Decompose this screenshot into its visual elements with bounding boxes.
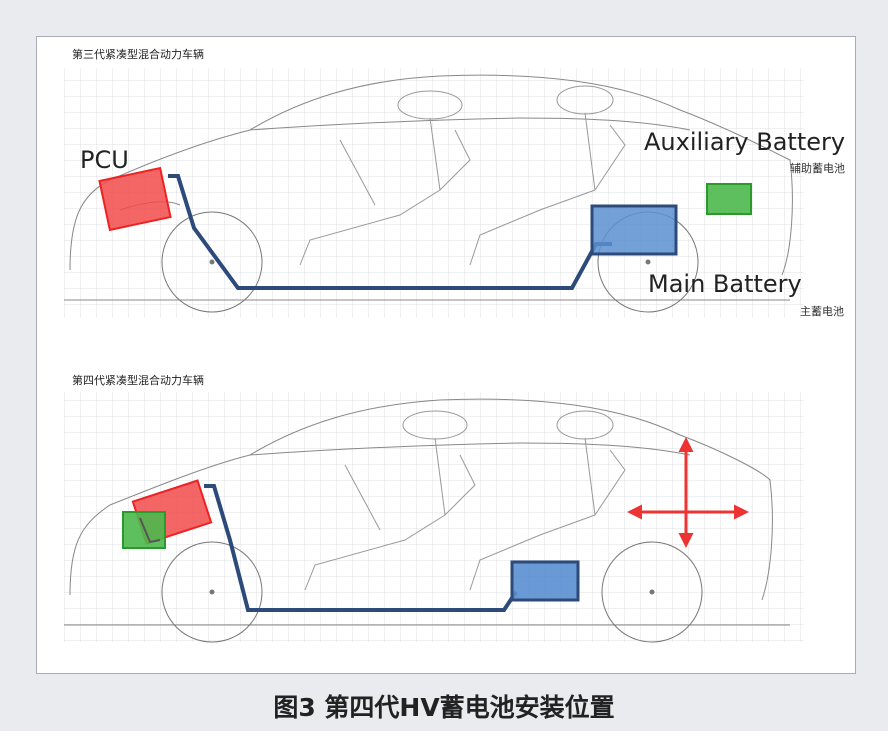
bottom-car-outline <box>64 398 790 626</box>
pcu-label: PCU <box>80 146 129 174</box>
top-main-battery-box <box>590 204 678 256</box>
top-grid <box>64 68 804 318</box>
bottom-wheels <box>161 541 703 643</box>
bottom-aux-battery-mark <box>139 517 161 544</box>
aux-battery-cn-label: 辅助蓄电池 <box>790 162 845 175</box>
figure-caption: 图3 第四代HV蓄电池安装位置 <box>273 693 615 722</box>
direction-arrows <box>627 437 749 548</box>
bottom-panel-title: 第四代紧凑型混合动力车辆 <box>72 374 204 387</box>
aux-battery-label: Auxiliary Battery <box>644 128 846 156</box>
bottom-seated-figures <box>304 410 626 591</box>
top-pcu-box <box>98 166 172 232</box>
top-aux-battery-box <box>706 183 752 215</box>
top-panel-title: 第三代紧凑型混合动力车辆 <box>72 48 204 61</box>
bottom-main-battery-box <box>510 560 580 602</box>
main-battery-label: Main Battery <box>648 270 802 298</box>
main-battery-cn-label: 主蓄电池 <box>800 305 844 318</box>
bottom-hv-frame-line <box>204 484 518 612</box>
top-seated-figures <box>299 85 626 266</box>
